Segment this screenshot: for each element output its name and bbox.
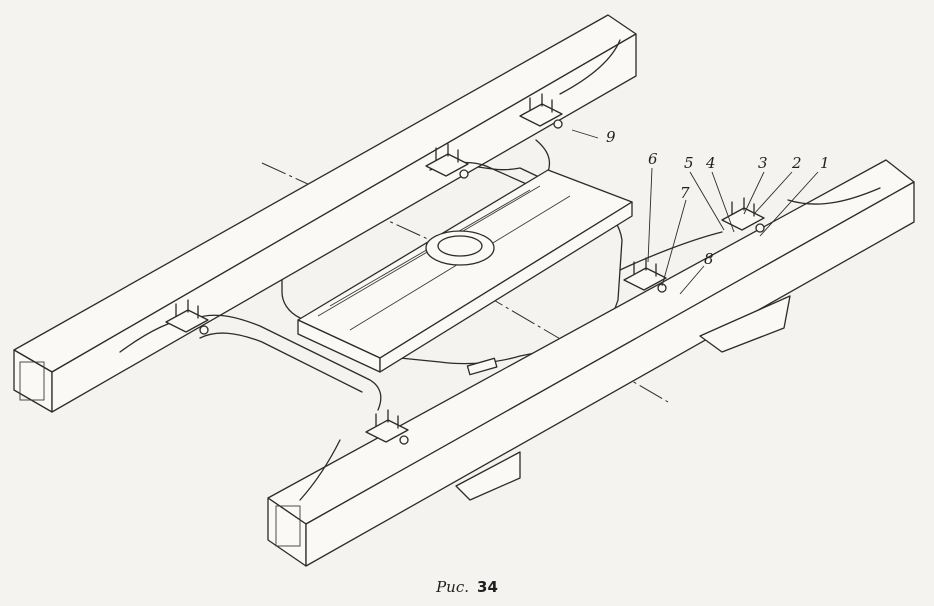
leader-1: [759, 171, 819, 237]
mount-pad-right: [721, 197, 765, 233]
callout-3: 3: [758, 154, 768, 172]
leader-2: [753, 171, 793, 215]
callout-6: 6: [648, 150, 658, 168]
mount-pad-top: [519, 93, 563, 129]
figure-caption: Рис. 34: [0, 578, 934, 596]
leader-5: [689, 171, 725, 231]
mount-pad-bottom-nut: [399, 435, 409, 445]
slot-right: [466, 357, 498, 376]
under-bracket-left: [455, 451, 521, 501]
beam-lower: [267, 159, 915, 567]
caption-number: 34: [477, 578, 498, 596]
leader-3: [743, 171, 765, 215]
leader-4: [711, 171, 735, 233]
leader-lines: [571, 129, 819, 295]
leader-7: [661, 199, 687, 287]
callout-2: 2: [791, 154, 802, 172]
mount-pad-upper-center-nut: [459, 169, 469, 179]
leader-8: [679, 265, 705, 295]
leader-9: [571, 129, 599, 139]
mount-pad-left-nut: [199, 325, 209, 335]
mount-pad-center-right-nut: [657, 283, 667, 293]
callout-4: 4: [705, 154, 716, 172]
saddle-mount: [297, 169, 633, 373]
leader-6: [647, 167, 653, 263]
mount-pad-top-nut: [553, 119, 563, 129]
mount-pad-left: [165, 299, 209, 335]
mount-pad-bottom: [365, 409, 409, 445]
mount-pad-upper-center: [425, 143, 469, 179]
beam-lower-end-hole: [275, 505, 301, 547]
callout-7: 7: [680, 184, 690, 202]
kingpin-ring-inner: [437, 235, 483, 257]
mount-pad-right-nut: [755, 223, 765, 233]
caption-prefix: Рис.: [436, 578, 470, 596]
callout-9: 9: [606, 128, 616, 146]
callout-5: 5: [684, 154, 694, 172]
beam-upper-end-hole: [19, 361, 45, 401]
cross-rails: [189, 139, 723, 411]
callout-8: 8: [704, 250, 714, 268]
mount-pad-center-right: [623, 257, 667, 293]
under-bracket-right: [699, 295, 791, 353]
callout-1: 1: [820, 154, 830, 172]
